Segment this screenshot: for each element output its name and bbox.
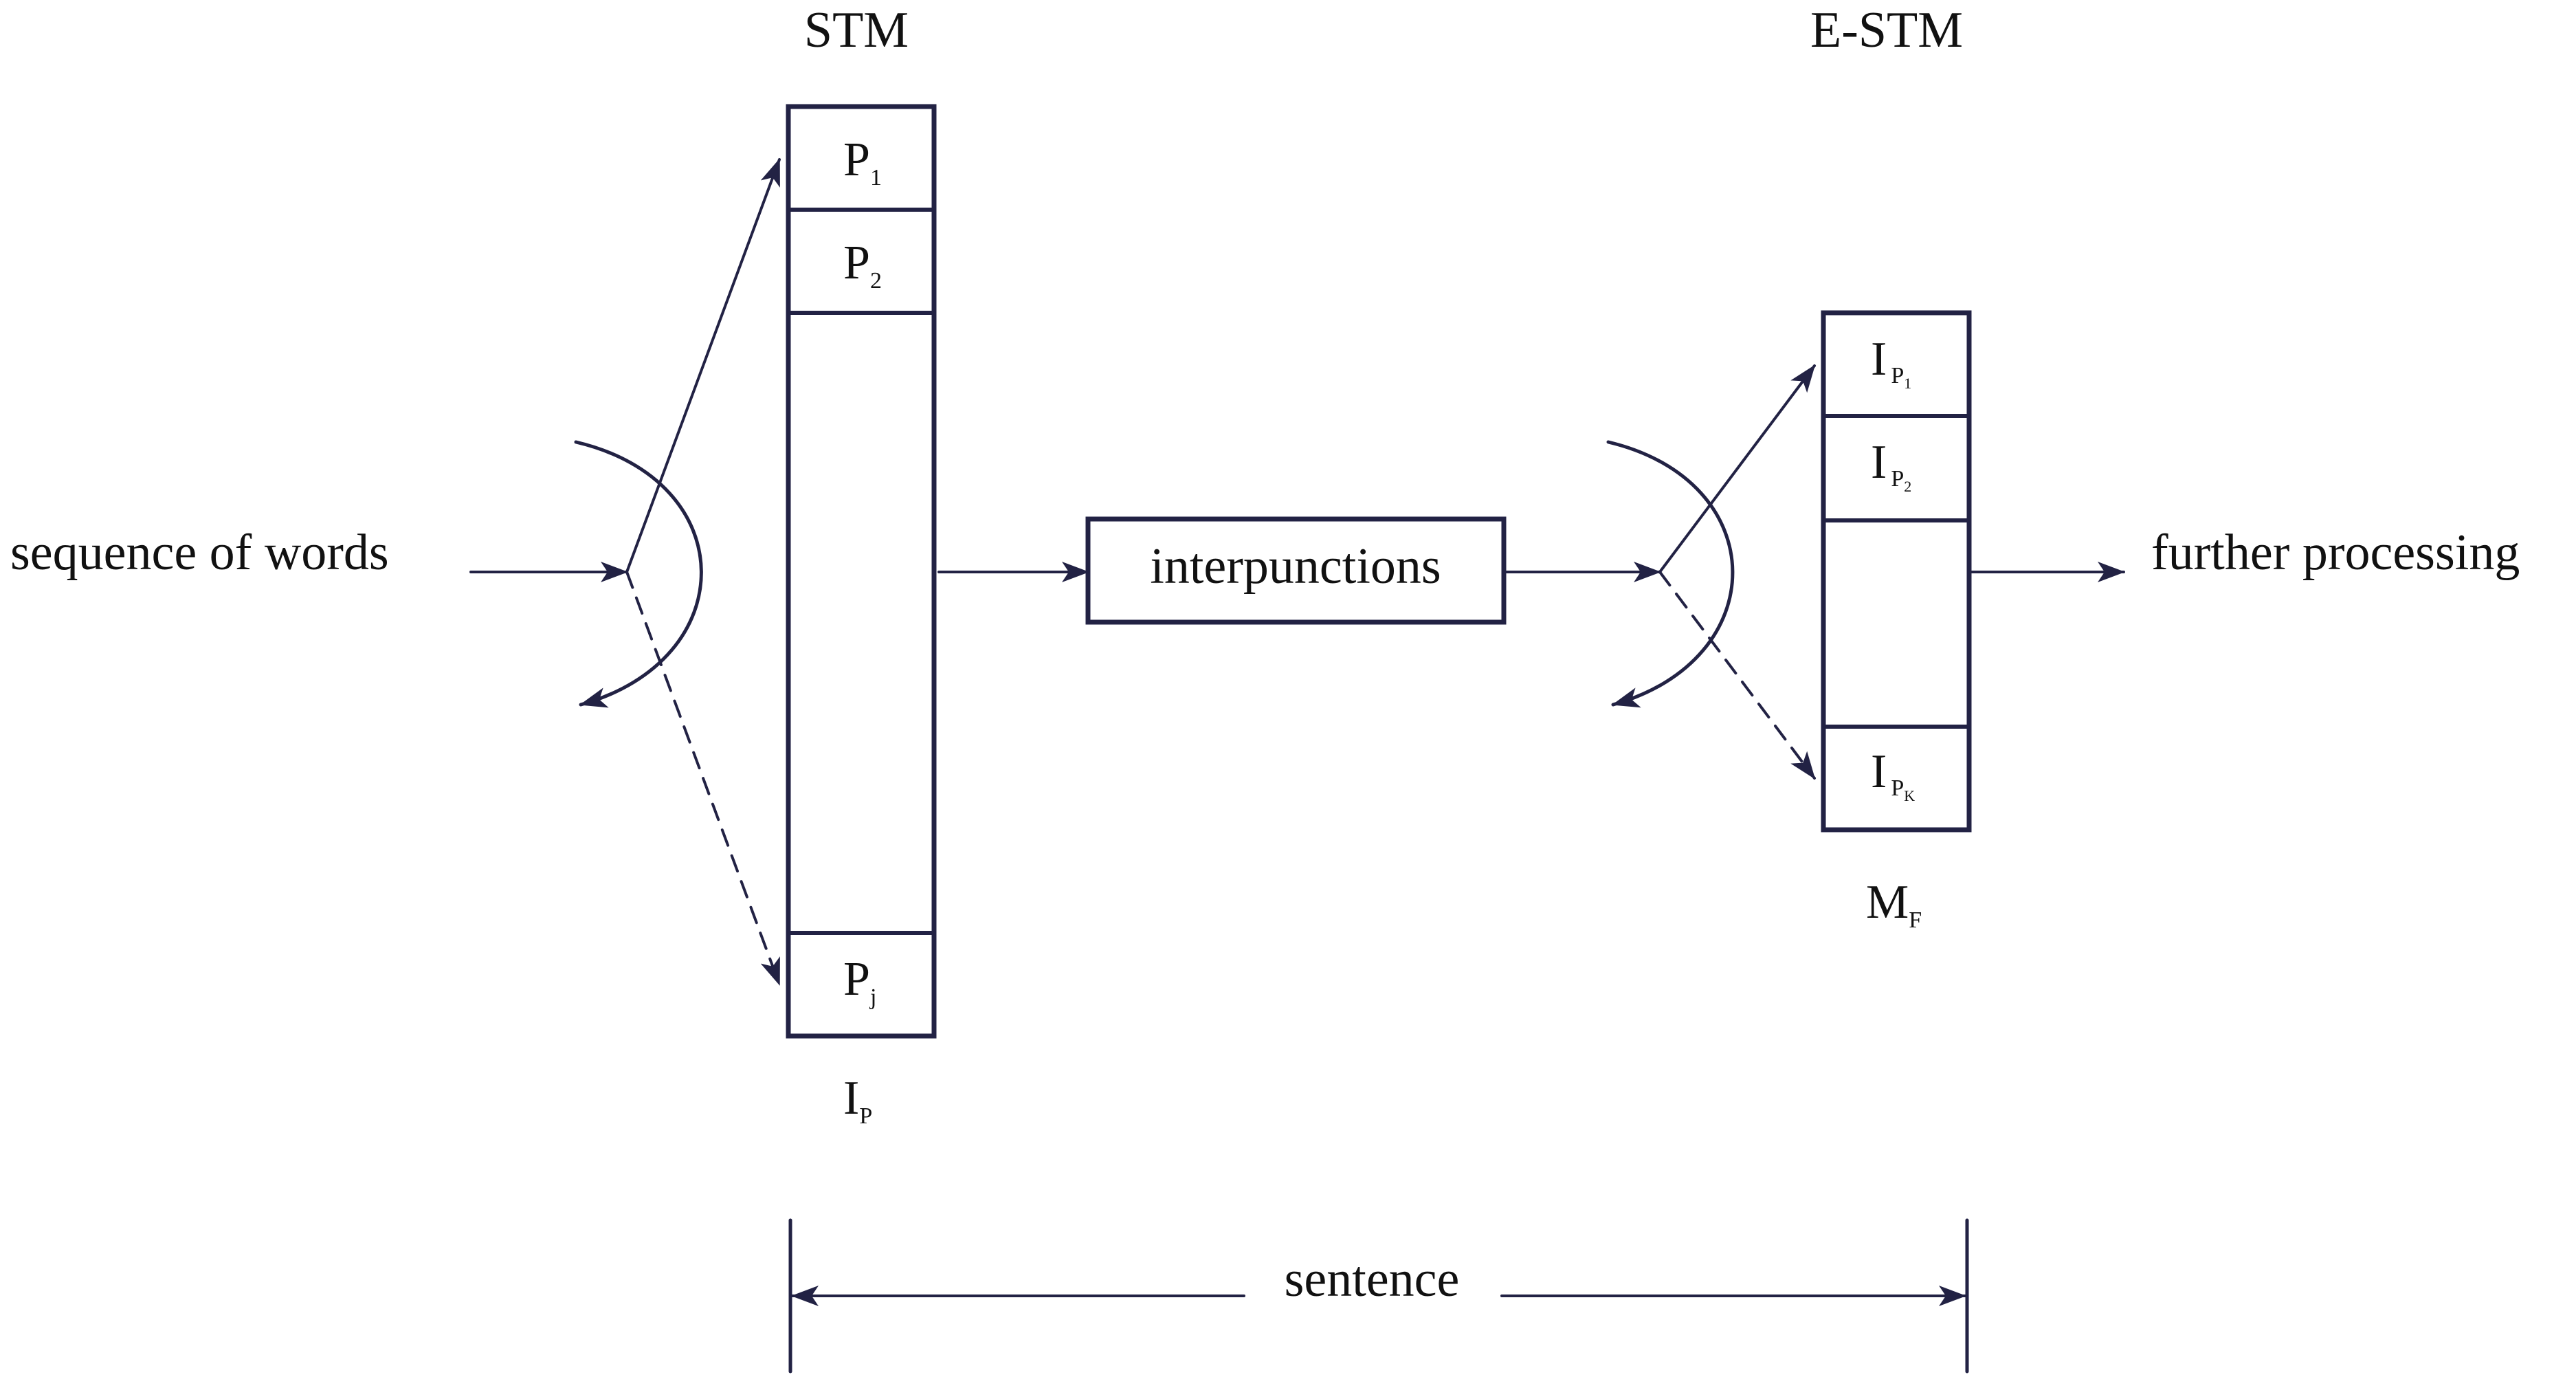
- stm-title: STM: [804, 2, 909, 58]
- further-processing-label: further processing: [2151, 525, 2520, 581]
- stm-cell-pj: Pj: [843, 953, 876, 1010]
- sequence-of-words-label: sequence of words: [10, 525, 389, 581]
- estm-title: E-STM: [1810, 2, 1963, 58]
- right-to-ip1-arrow: [1658, 364, 1816, 573]
- stm-cell-p2: P2: [843, 236, 882, 294]
- left-to-p1-arrow: [625, 158, 781, 573]
- stm-column: [786, 104, 937, 1039]
- left-to-pj-arrow: [625, 571, 781, 986]
- stm-cell-p1: P1: [843, 133, 882, 190]
- estm-caption-mf: MF: [1866, 876, 1922, 933]
- stm-caption-ip: IP: [843, 1072, 872, 1129]
- left-selector-arc: [574, 440, 703, 708]
- sentence-label: sentence: [1285, 1251, 1460, 1308]
- estm-column: [1821, 310, 1972, 833]
- right-selector-arc: [1606, 440, 1735, 708]
- right-to-ipk-arrow: [1658, 571, 1816, 780]
- interpunctions-label: interpunctions: [1150, 538, 1441, 595]
